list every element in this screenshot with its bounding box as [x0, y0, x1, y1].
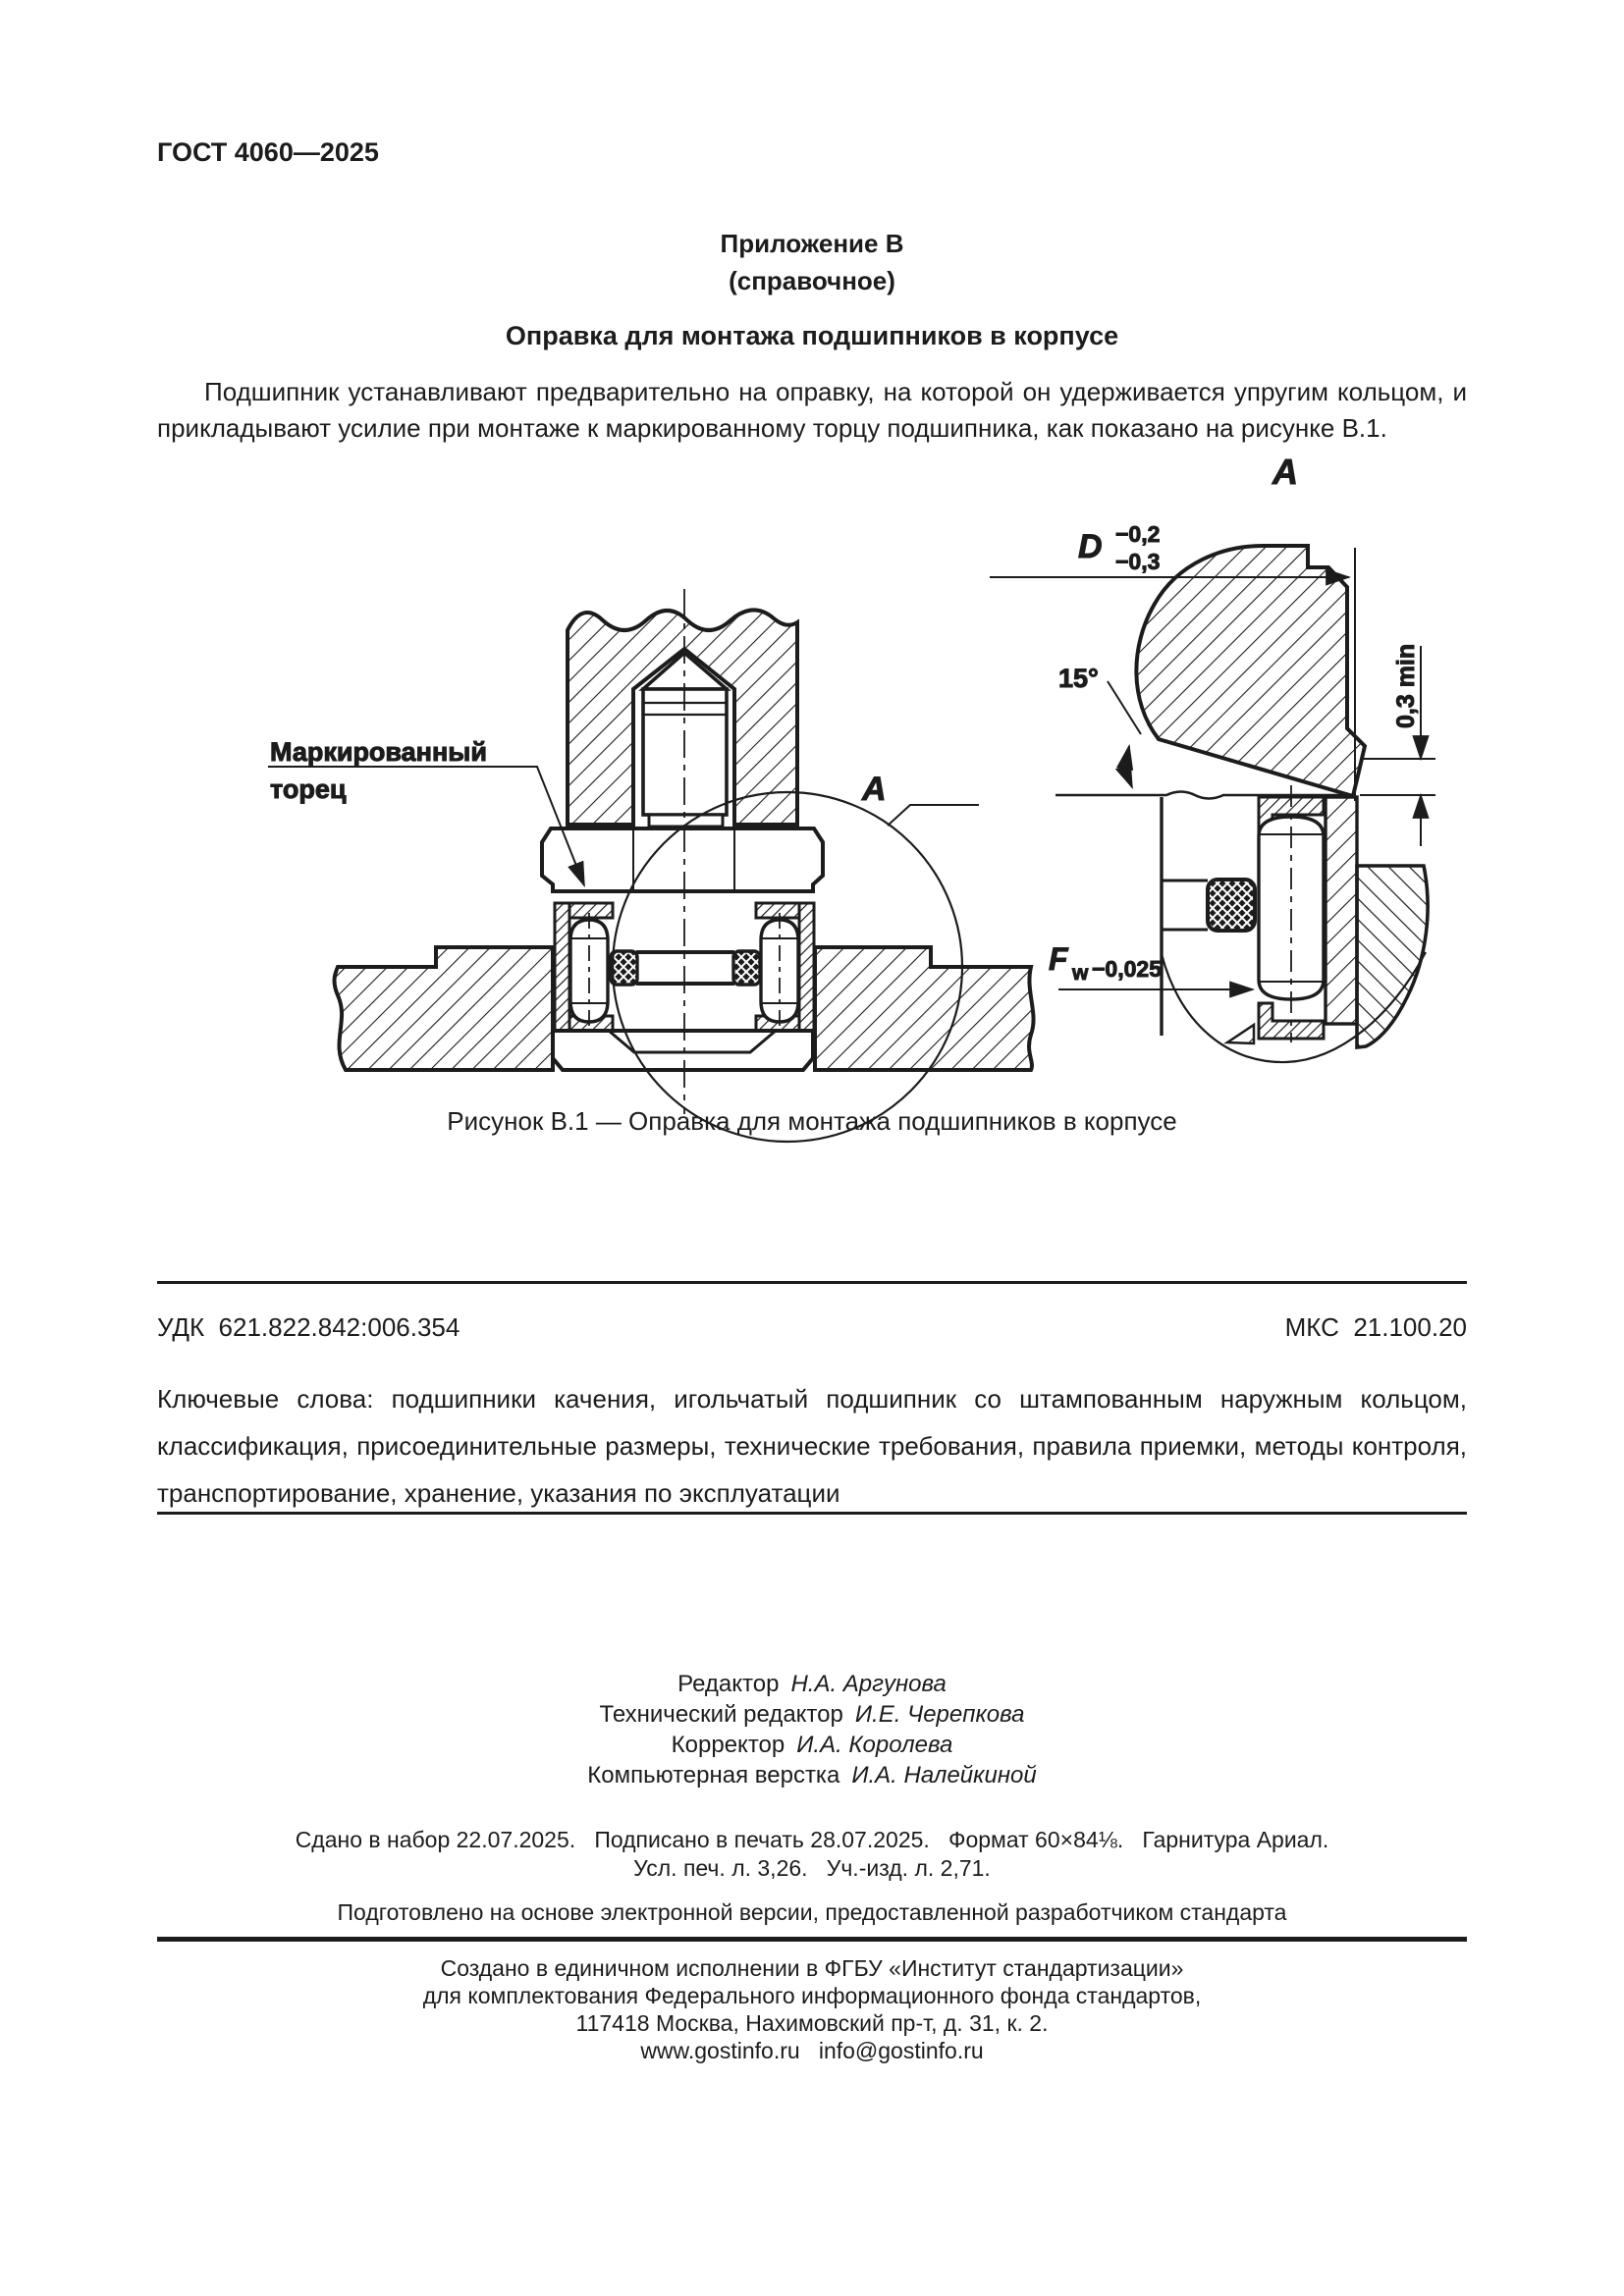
figure-caption: Рисунок В.1 — Оправка для монтажа подшип…	[447, 1106, 1177, 1136]
marked-face-callout: Маркированный торец	[268, 737, 585, 888]
dim-F-tol: −0,025	[1092, 956, 1162, 982]
bearing-left	[553, 901, 615, 1033]
elastic-ring	[609, 949, 762, 987]
doc-number: ГОСТ 4060—2025	[157, 137, 379, 167]
credit-role: Компьютерная верстка	[587, 1762, 840, 1789]
footer-line-2: для комплектования Федерального информац…	[422, 1983, 1202, 2008]
divider-top	[157, 1281, 1467, 1284]
detail-a-circle	[611, 790, 964, 1144]
appendix-note: (справочное)	[729, 266, 895, 295]
dim-D-upper-tol: −0,2	[1115, 521, 1160, 547]
dim-F-letter: F	[1049, 941, 1069, 977]
mandrel-flange	[540, 827, 825, 893]
imprint-line-1: Сдано в набор 22.07.2025. Подписано в пе…	[295, 1827, 1329, 1852]
credit-name: И.Е. Черепкова	[854, 1701, 1025, 1728]
footer-line-1: Создано в единичном исполнении в ФГБУ «И…	[440, 1955, 1184, 1981]
credit-role: Редактор	[677, 1671, 780, 1697]
credits-block: Редактор Н.А. Аргунова Технический редакт…	[0, 1669, 1624, 1790]
credit-name: Н.А. Аргунова	[790, 1671, 947, 1697]
housing-right	[813, 945, 1036, 1072]
credit-name: И.А. Налейкиной	[851, 1762, 1037, 1789]
mandrel-bottom-plate	[551, 1029, 815, 1072]
detail-a-title: А	[1272, 452, 1298, 492]
imprint-line-2: Усл. печ. л. 3,26. Уч.-изд. л. 2,71.	[633, 1855, 991, 1881]
credit-editor: Редактор Н.А. Аргунова	[0, 1669, 1624, 1699]
credit-corrector: Корректор И.А. Королева	[0, 1730, 1624, 1760]
appendix-heading: Приложение В (справочное)	[0, 225, 1624, 299]
detail-view-a: А D −0,2 −0,3 15°	[990, 452, 1435, 1064]
marked-face-label-1: Маркированный	[270, 737, 487, 767]
footer-line-3: 117418 Москва, Нахимовский пр-т, д. 31, …	[575, 2010, 1049, 2036]
dim-D: D −0,2 −0,3	[990, 521, 1356, 801]
detail-flange-corner	[1134, 544, 1368, 799]
appendix-label: Приложение В	[720, 229, 904, 258]
publisher-footer: Создано в единичном исполнении в ФГБУ «И…	[0, 1954, 1624, 2064]
credit-role: Технический редактор	[599, 1701, 843, 1728]
dim-angle-15: 15°	[1058, 664, 1142, 790]
udk-code: УДК 621.822.842:006.354	[157, 1312, 460, 1342]
detail-elastic-ring	[1160, 797, 1257, 1045]
credit-role: Корректор	[671, 1732, 785, 1758]
classification-row: УДК 621.822.842:006.354 МКС 21.100.20	[157, 1312, 1467, 1343]
section-title: Оправка для монтажа подшипников в корпус…	[505, 321, 1119, 350]
divider-bottom	[157, 1512, 1467, 1515]
figure-b1-drawing: Маркированный торец А А D −0,2	[268, 452, 1435, 1144]
dim-D-lower-tol: −0,3	[1115, 549, 1160, 574]
dim-Fw: F w −0,025	[1049, 941, 1256, 998]
mks-code: МКС 21.100.20	[1284, 1312, 1467, 1342]
contact-plane-line	[1056, 790, 1353, 800]
bearing-right	[754, 901, 816, 1033]
footer-line-4: www.gostinfo.ru info@gostinfo.ru	[640, 2038, 984, 2063]
housing-left	[332, 945, 555, 1072]
credit-layout: Компьютерная верстка И.А. Налейкиной	[0, 1760, 1624, 1790]
prepared-note: Подготовлено на основе электронной верси…	[337, 1899, 1287, 1925]
credit-tech-editor: Технический редактор И.Е. Черепкова	[0, 1699, 1624, 1730]
detail-bearing	[1257, 785, 1359, 1042]
marked-face-label-2: торец	[270, 774, 347, 804]
dim-F-sub: w	[1071, 962, 1089, 985]
detail-a-reference: А	[861, 771, 979, 827]
detail-a-ref-letter: А	[861, 771, 887, 808]
dim-03-min: 0,3 min	[1360, 643, 1435, 846]
detail-housing	[1355, 864, 1430, 1050]
angle-label: 15°	[1058, 664, 1099, 693]
footer-divider	[157, 1937, 1467, 1942]
main-view: Маркированный торец А	[268, 589, 1036, 1144]
detail-boundary-arc	[1160, 951, 1427, 1064]
keywords-paragraph: Ключевые слова: подшипники качения, игол…	[157, 1384, 1467, 1508]
dim-D-letter: D	[1078, 528, 1103, 565]
credit-name: И.А. Королева	[796, 1732, 953, 1758]
min-clearance-label: 0,3 min	[1392, 644, 1420, 728]
press-ram	[566, 608, 799, 827]
body-paragraph: Подшипник устанавливают предварительно н…	[157, 377, 1467, 443]
